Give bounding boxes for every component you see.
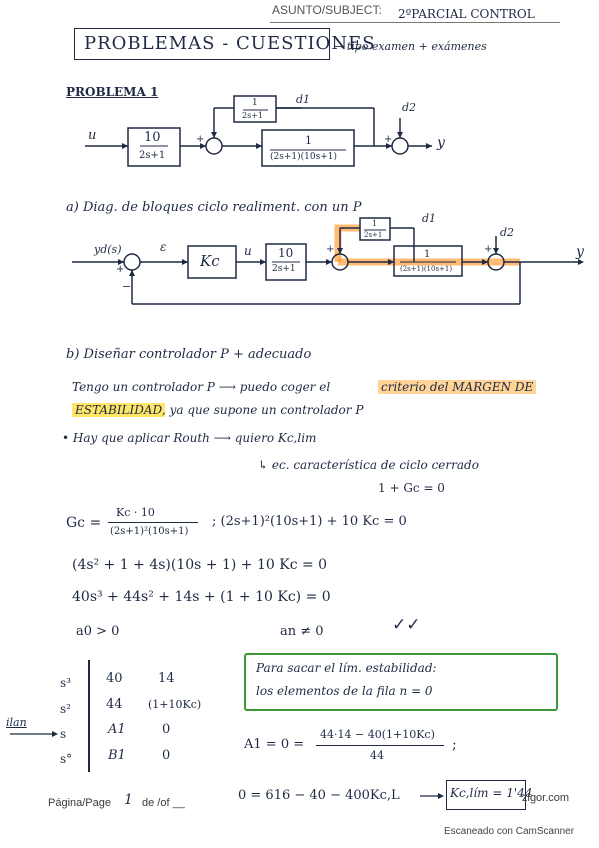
- title-note: → tipo examen + exámenes: [334, 40, 487, 53]
- diagram2-plus-3: +: [484, 244, 493, 255]
- eq1-fraction-bar: [108, 522, 198, 523]
- subject-label: ASUNTO/SUBJECT:: [272, 3, 382, 17]
- diagram1-plus-2: +: [384, 134, 393, 145]
- eq1-rhs: ; (2s+1)²(10s+1) + 10 Kc = 0: [212, 514, 407, 529]
- routh-s3-c1: 40: [106, 671, 123, 686]
- a1-den: 44: [370, 749, 384, 762]
- routh-side-label: ilan: [6, 716, 27, 729]
- eq1-den: (2s+1)²(10s+1): [110, 526, 189, 537]
- brand-label: zigor.com: [522, 792, 570, 804]
- diagram1-block2-den: (2s+1)(10s+1): [270, 152, 337, 162]
- routh-s2-c1: 44: [106, 697, 123, 712]
- of-label: de /of __: [142, 797, 185, 809]
- diagram2-minus: −: [122, 280, 132, 293]
- a1-num: 44·14 − 40(1+10Kc): [320, 728, 435, 741]
- diagram2-block1-num: 10: [278, 246, 294, 260]
- a1-tail: ;: [452, 737, 457, 753]
- part-b-text: b) Diseñar controlador P + adecuado: [66, 347, 312, 362]
- reasoning-line-3: • Hay que aplicar Routh ⟶ quiero Kc,lim: [62, 431, 317, 445]
- title-box: [74, 28, 330, 60]
- stability-note-box: [244, 653, 558, 711]
- routh-s1-c2: 0: [162, 722, 171, 737]
- routh-label-s1: s: [60, 727, 67, 741]
- diagram2-block2-num: 1: [424, 249, 431, 260]
- problem-heading: PROBLEMA 1: [66, 85, 159, 99]
- check-marks: ✓✓: [392, 615, 421, 635]
- a1-lhs: A1 = 0 =: [244, 737, 305, 752]
- routh-label-s2: s²: [60, 702, 71, 716]
- diagram2-u: u: [244, 244, 252, 258]
- routh-s1-c1: A1: [108, 722, 126, 737]
- diagram1-d1: d1: [296, 93, 311, 106]
- routh-s0-c2: 0: [162, 748, 171, 763]
- diagram2-d1: d1: [422, 212, 437, 225]
- reasoning-line-4: ↳ ec. característica de ciclo cerrado: [258, 458, 479, 472]
- diagram2-error: ε: [160, 240, 167, 254]
- final-result: Kc,lím = 1'44: [450, 786, 533, 800]
- stability-note-line-1: Para sacar el lím. estabilidad:: [256, 661, 437, 675]
- diagram2-plus-2: +: [326, 244, 335, 255]
- diagram2-block1-den: 2s+1: [272, 264, 296, 274]
- diagram1-block1-num: 10: [144, 130, 161, 145]
- diagram2-d2: d2: [500, 226, 515, 239]
- diagram1-feedback-den: 2s+1: [242, 111, 263, 120]
- page-number: 1: [124, 792, 133, 808]
- diagram2-ref: yd(s): [94, 243, 122, 256]
- diagram2-controller: Kc: [200, 252, 220, 270]
- eq1-lhs: Gc =: [66, 515, 102, 531]
- diagram2-feedback-den: 2s+1: [364, 231, 383, 239]
- subject-value: 2ºPARCIAL CONTROL: [398, 7, 535, 21]
- diagram1-output: y: [437, 135, 445, 151]
- diagram1-input: u: [88, 128, 97, 143]
- routh-s3-c2: 14: [158, 671, 175, 686]
- diagram1-feedback-num: 1: [252, 98, 258, 108]
- reasoning-line-2b: , ya que supone un controlador P: [162, 403, 364, 417]
- diagram1-block1-den: 2s+1: [139, 150, 166, 161]
- routh-label-s0: s°: [60, 752, 73, 766]
- final-equation: 0 = 616 − 40 − 400Kc,L: [238, 788, 400, 803]
- diagram2-feedback-num: 1: [372, 219, 378, 228]
- reasoning-line-2a-highlight: ESTABILIDAD: [72, 403, 166, 417]
- a1-fraction-bar: [316, 745, 444, 746]
- reasoning-line-1a: Tengo un controlador P ⟶ puedo coger el: [72, 380, 331, 394]
- header-rule: [270, 22, 560, 23]
- scanner-watermark: Escaneado con CamScanner: [444, 826, 575, 837]
- routh-vertical-line: [88, 660, 90, 772]
- routh-s2-c2: (1+10Kc): [148, 698, 202, 711]
- stability-note-line-2: los elementos de la fila n = 0: [256, 684, 433, 698]
- routh-label-s3: s³: [60, 676, 71, 690]
- eq2: (4s² + 1 + 4s)(10s + 1) + 10 Kc = 0: [72, 557, 328, 573]
- diagram1-block2-num: 1: [305, 134, 312, 147]
- an-condition: an ≠ 0: [280, 624, 324, 639]
- page-label: Página/Page: [48, 797, 111, 809]
- eq3: 40s³ + 44s² + 14s + (1 + 10 Kc) = 0: [72, 589, 331, 605]
- diagram1-plus-1: +: [196, 134, 205, 145]
- routh-s0-c1: B1: [108, 748, 126, 763]
- reasoning-line-5: 1 + Gc = 0: [378, 481, 445, 495]
- title-main: PROBLEMAS - CUESTIONES: [84, 33, 376, 54]
- reasoning-line-1b-highlight: criterio del MARGEN DE: [378, 380, 537, 394]
- eq1-num: Kc · 10: [116, 506, 155, 519]
- final-result-box: [446, 780, 526, 810]
- a0-condition: a0 > 0: [76, 624, 120, 639]
- diagram2-plus-1: +: [116, 264, 125, 275]
- diagram2-block2-den: (2s+1)(10s+1): [400, 265, 453, 273]
- diagram2-output: y: [576, 244, 584, 260]
- part-a-text: a) Diag. de bloques ciclo realiment. con…: [66, 200, 362, 215]
- diagram1-d2: d2: [402, 101, 417, 114]
